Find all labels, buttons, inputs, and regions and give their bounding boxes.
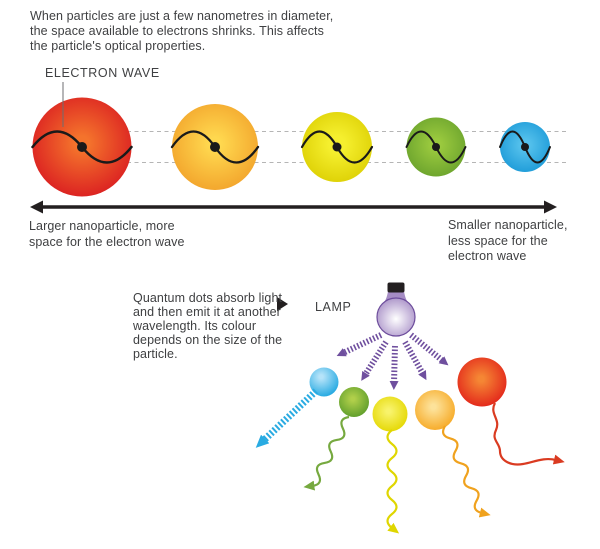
quantum-dot-blue <box>309 367 339 397</box>
electron-dot <box>210 142 220 152</box>
caption-line: depends on the size of the <box>133 333 283 347</box>
emission-arrow-blue <box>255 388 319 448</box>
larger-nanoparticle-caption: Larger nanoparticle, more space for the … <box>29 219 185 250</box>
absorption-arrow-4 <box>402 340 427 381</box>
quantum-dot-green <box>339 387 369 417</box>
quantum-dot-caption: Quantum dots absorb light and then emit … <box>133 291 282 361</box>
lamp-label: LAMP <box>315 300 352 314</box>
caption-line: particle. <box>133 347 178 361</box>
lamp-glass-bulb <box>376 297 416 337</box>
lamp <box>376 282 416 337</box>
caption-line: electron wave <box>448 249 527 263</box>
quantum-dot-red <box>457 357 507 407</box>
intro-text: When particles are just a few nanometres… <box>30 9 333 54</box>
caption-line: wavelength. Its colour <box>133 319 257 333</box>
emission-arrows <box>255 388 565 534</box>
electron-dots <box>77 142 529 152</box>
caption-pointer-triangle <box>277 297 288 311</box>
caption-line: and then emit it at another <box>133 305 281 319</box>
confinement-guides <box>37 131 566 163</box>
smaller-nanoparticle-caption: Smaller nanoparticle, less space for the… <box>448 218 568 265</box>
electron-dot <box>77 142 87 152</box>
arrowhead-right <box>544 200 557 214</box>
intro-line: the space available to electrons shrinks… <box>30 23 324 38</box>
electron-dot <box>521 143 529 151</box>
lamp-cap <box>387 282 405 293</box>
absorption-arrow-3 <box>389 345 399 390</box>
nanoparticle-row <box>32 97 550 197</box>
size-axis-arrow <box>30 200 557 214</box>
emission-arrow-red <box>492 402 565 466</box>
absorption-arrow-1 <box>336 332 383 357</box>
caption-line: Larger nanoparticle, more <box>29 219 175 233</box>
emission-arrow-green <box>303 415 350 491</box>
absorption-arrow-2 <box>361 340 389 381</box>
caption-line: Smaller nanoparticle, <box>448 218 568 232</box>
caption-line: space for the electron wave <box>29 234 185 249</box>
electron-wave-label: ELECTRON WAVE <box>45 66 160 80</box>
quantum-dot-yellow <box>372 396 408 432</box>
absorption-arrows <box>336 332 449 390</box>
emission-arrow-orange <box>441 425 491 518</box>
quantum-dot-orange <box>415 390 455 430</box>
quantum-dot-row <box>309 357 507 432</box>
emission-arrow-yellow <box>386 429 400 534</box>
caption-line: less space for the <box>448 233 548 248</box>
electron-dot <box>432 143 440 151</box>
intro-line: the particle's optical properties. <box>30 38 206 53</box>
arrowhead-left <box>30 200 43 214</box>
intro-line: When particles are just a few nanometres… <box>30 9 334 23</box>
electron-dot <box>332 142 342 152</box>
caption-line: Quantum dots absorb light <box>133 291 283 305</box>
